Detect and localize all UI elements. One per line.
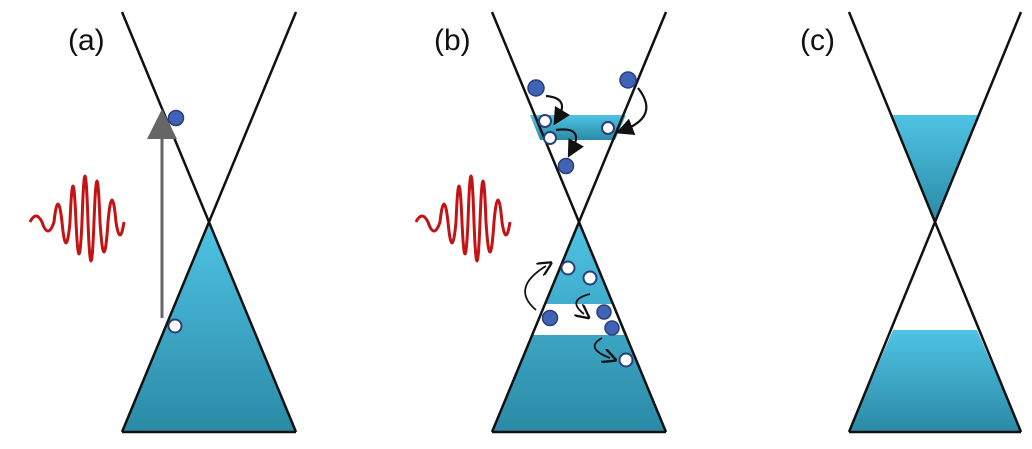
electron-icon	[596, 304, 612, 320]
electron-icon	[527, 79, 545, 97]
panel-a-label: (a)	[68, 24, 105, 57]
panel-c: (c)	[800, 11, 1023, 434]
dirac-cone-icon	[490, 11, 668, 434]
panel-c-valence-fill	[849, 330, 1021, 432]
panel-a-valence-band	[122, 222, 296, 432]
hole-icon	[601, 121, 615, 135]
panel-b-label: (b)	[434, 24, 471, 57]
dirac-cone-icon	[847, 11, 1023, 434]
curved-arrow-icon	[593, 337, 610, 358]
electron-icon	[541, 309, 559, 327]
panel-c-conduction-fill	[890, 115, 980, 222]
panel-a: (a)	[28, 11, 298, 434]
panel-b: (b)	[414, 11, 668, 434]
panel-c-label: (c)	[800, 24, 835, 57]
hole-icon	[582, 270, 598, 286]
hole-icon	[618, 352, 634, 368]
hole-icon	[560, 260, 576, 276]
dirac-cone-icon	[120, 11, 298, 434]
hole-icon	[543, 131, 557, 145]
electron-icon	[604, 320, 620, 336]
curved-arrow-icon	[524, 266, 546, 311]
hole-icon	[538, 114, 552, 128]
curved-arrow-icon	[545, 94, 571, 126]
curved-arrow-icon	[555, 128, 584, 158]
curved-arrow-icon	[615, 87, 648, 136]
electron-icon	[619, 71, 637, 89]
electron-icon	[557, 157, 575, 175]
laser-pulse-icon	[414, 174, 512, 263]
curved-arrow-icon	[576, 293, 590, 314]
electron-icon	[167, 109, 185, 127]
hole-icon	[167, 318, 183, 334]
laser-pulse-icon	[28, 174, 126, 263]
